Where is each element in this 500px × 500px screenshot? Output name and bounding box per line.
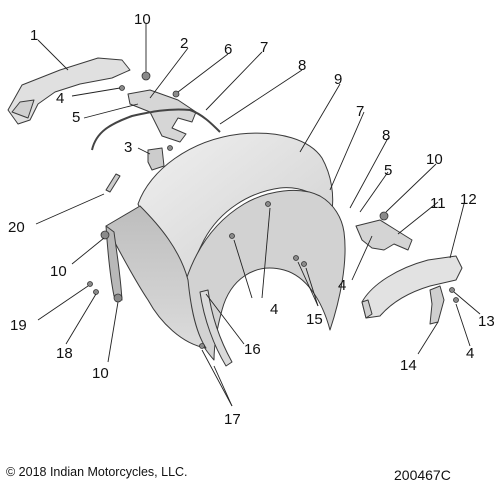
fastener-4-right: [453, 297, 459, 303]
callout-20: 20: [8, 219, 25, 236]
callout-10-b: 10: [426, 151, 443, 168]
fastener-15b: [301, 261, 307, 267]
copyright-notice: © 2018 Indian Motorcycles, LLC.: [6, 465, 188, 479]
callout-4-c: 4: [338, 277, 346, 294]
callout-9: 9: [334, 71, 342, 88]
fastener-10a: [141, 71, 151, 81]
callout-14: 14: [400, 357, 417, 374]
fastener-13: [449, 287, 455, 293]
hardware-group: [87, 71, 459, 349]
fastener-6: [172, 90, 180, 98]
part-12-detail: [361, 299, 373, 319]
fastener-4a: [119, 85, 125, 91]
fastener-18: [93, 289, 99, 295]
callout-10-a: 10: [134, 11, 151, 28]
part-20-bar: [105, 173, 121, 193]
callout-5-b: 5: [384, 162, 392, 179]
callout-4-b: 4: [270, 301, 278, 318]
fastener-10c: [113, 293, 123, 303]
callout-17: 17: [224, 411, 241, 428]
callout-15: 15: [306, 311, 323, 328]
callout-1: 1: [30, 27, 38, 44]
part-1-detail: [11, 99, 35, 119]
callout-13: 13: [478, 313, 495, 330]
fastener-4-mid-a: [229, 233, 235, 239]
callout-2: 2: [180, 35, 188, 52]
leader-lines: [35, 24, 481, 407]
part-8-wire-harness: [91, 108, 221, 151]
callout-4-d: 4: [466, 345, 474, 362]
part-12-tail-housing: [361, 255, 463, 319]
callout-8-b: 8: [382, 127, 390, 144]
callout-7-b: 7: [356, 103, 364, 120]
part-16-trim-strip: [199, 289, 233, 367]
callout-16: 16: [244, 341, 261, 358]
part-14-bracket: [429, 285, 445, 325]
part-9-fender-skirt: [185, 189, 346, 361]
part-inner-liner-side: [105, 225, 123, 301]
part-2-bracket: [127, 89, 197, 143]
figure-id-label: 200467C: [394, 467, 451, 483]
callout-6: 6: [224, 41, 232, 58]
part-inner-liner: [105, 205, 207, 349]
callout-labels: 1 2 3 4 4 4 4 4 5 5 6 7 7 8 8 9 10 10 10…: [8, 11, 495, 428]
fastener-10d: [379, 211, 389, 221]
fastener-19: [87, 281, 93, 287]
callout-10-c: 10: [50, 263, 67, 280]
fastener-3: [167, 145, 173, 151]
callout-18: 18: [56, 345, 73, 362]
callout-11: 11: [430, 195, 446, 212]
fastener-15a: [293, 255, 299, 261]
callout-12: 12: [460, 191, 477, 208]
fastener-4-mid-b: [265, 201, 271, 207]
callout-19: 19: [10, 317, 27, 334]
callout-3: 3: [124, 139, 132, 156]
part-1-rear-tip-housing: [7, 57, 131, 125]
callout-4-a: 4: [56, 90, 64, 107]
fastener-17: [199, 343, 205, 349]
callout-5-a: 5: [72, 109, 80, 126]
fastener-10b: [100, 230, 110, 240]
part-11-bracket: [355, 219, 413, 251]
callout-10-d: 10: [92, 365, 109, 382]
callout-8-a: 8: [298, 57, 306, 74]
callout-7-a: 7: [260, 39, 268, 56]
part-3-clip: [147, 147, 165, 171]
